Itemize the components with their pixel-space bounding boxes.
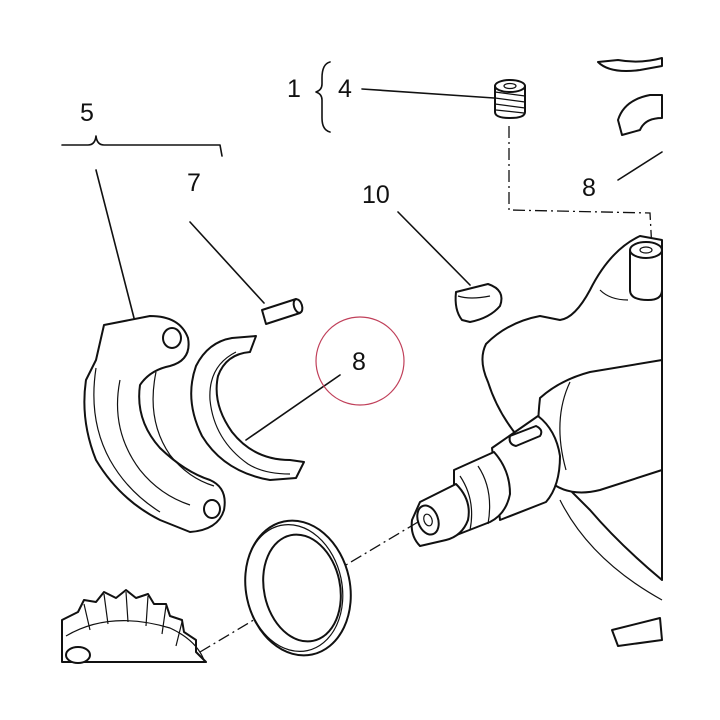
label-assembly-1: 1 bbox=[287, 75, 301, 103]
leader-line-part-7 bbox=[189, 221, 265, 304]
thrust-washer bbox=[244, 519, 352, 657]
bearing-shell-top-right bbox=[597, 57, 663, 136]
label-assembly-5: 5 bbox=[80, 99, 94, 127]
leader-line-part-8-top bbox=[617, 151, 663, 181]
axis-line-screw bbox=[508, 126, 653, 251]
crank-gear bbox=[61, 589, 207, 664]
label-part-10: 10 bbox=[362, 181, 390, 209]
label-part-8-circled: 8 bbox=[352, 348, 366, 376]
highlight-circle bbox=[315, 316, 405, 406]
leader-line-part-8-circled bbox=[245, 374, 341, 441]
label-part-8-top: 8 bbox=[582, 174, 596, 202]
leader-line-assembly-5 bbox=[95, 169, 135, 319]
dowel-pin-part-7 bbox=[261, 298, 304, 325]
set-screw-part-4 bbox=[494, 79, 526, 119]
bracket-assembly-5 bbox=[61, 135, 223, 157]
leader-line-part-10 bbox=[397, 211, 471, 286]
woodruff-key-part-10 bbox=[454, 283, 503, 323]
label-part-4: 4 bbox=[338, 75, 352, 103]
label-part-7: 7 bbox=[187, 169, 201, 197]
bearing-cap-part-5 bbox=[83, 315, 226, 533]
bearing-shell-part-8 bbox=[190, 335, 305, 481]
brace-assembly-1 bbox=[315, 61, 331, 133]
leader-line-part-4 bbox=[361, 88, 495, 99]
crankshaft bbox=[410, 235, 663, 647]
